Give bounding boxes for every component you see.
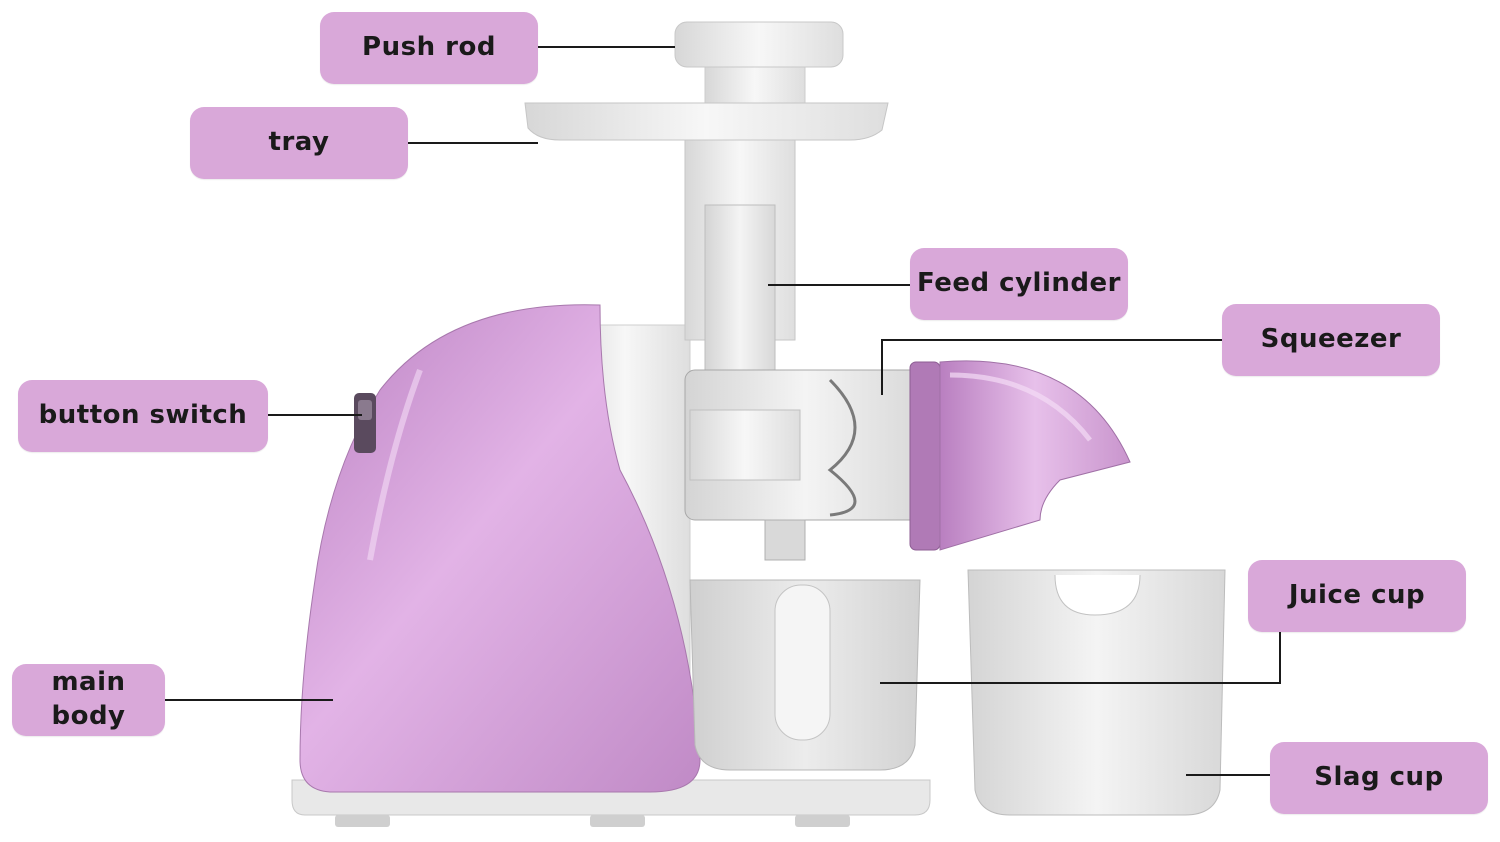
label-button-switch: button switch	[18, 380, 268, 452]
slag-cup-graphic	[967, 569, 1226, 816]
button-switch-graphic	[354, 393, 376, 453]
label-feed-cylinder: Feed cylinder	[910, 248, 1128, 320]
juice-cup-graphic	[689, 579, 921, 771]
label-main-body-line2: body	[51, 701, 126, 731]
screw-chamber-graphic	[684, 369, 926, 561]
label-main-body-line1: main	[51, 667, 126, 698]
leader-line-squeezer	[881, 339, 1222, 395]
label-button-switch-text: button switch	[38, 400, 248, 431]
label-squeezer-text: Squeezer	[1260, 324, 1402, 355]
tray-graphic	[524, 102, 889, 141]
label-tray-text: tray	[268, 127, 330, 158]
label-feed-cylinder-text: Feed cylinder	[917, 268, 1121, 299]
label-push-rod-text: Push rod	[362, 32, 496, 63]
label-main-body: main body	[12, 664, 165, 736]
label-juice-cup-text: Juice cup	[1288, 580, 1426, 611]
main-body-shell	[299, 304, 701, 793]
label-squeezer: Squeezer	[1222, 304, 1440, 376]
label-tray: tray	[190, 107, 408, 179]
leader-line-juice-cup	[880, 632, 1281, 684]
push-rod-graphic	[674, 21, 844, 116]
label-slag-cup: Slag cup	[1270, 742, 1488, 814]
squeezer-cap-graphic	[909, 360, 1131, 551]
label-push-rod: Push rod	[320, 12, 538, 84]
label-slag-cup-text: Slag cup	[1314, 762, 1444, 793]
leader-lines	[165, 46, 1281, 776]
label-juice-cup: Juice cup	[1248, 560, 1466, 632]
feed-cylinder-graphic	[684, 139, 796, 381]
